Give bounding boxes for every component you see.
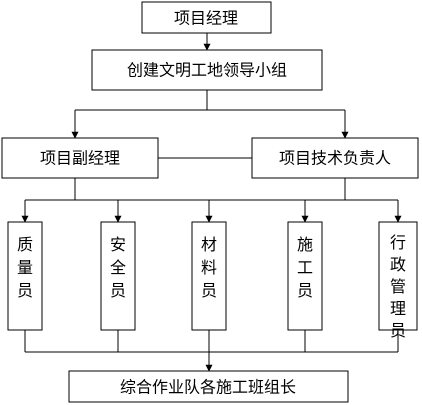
node-teams-box: [68, 370, 349, 403]
node-teams-label: 综合作业队各施工班组长: [120, 378, 296, 397]
node-material-label: 材料员: [201, 235, 217, 300]
node-safety-label: 安全员: [110, 235, 126, 300]
node-construction-box: [287, 221, 323, 331]
node-pm-label: 项目经理: [174, 9, 238, 28]
node-construction-label: 施工员: [297, 235, 313, 300]
node-quality-box: [7, 221, 43, 331]
node-pm-box: [141, 1, 272, 34]
node-quality-label: 质量员: [17, 235, 33, 300]
node-group-box: [91, 49, 323, 91]
node-deputy-box: [1, 137, 159, 179]
node-admin-label: 行政管理员: [390, 233, 406, 340]
node-group-label: 创建文明工地领导小组: [127, 61, 287, 80]
node-admin-box: [378, 221, 418, 331]
node-deputy-label: 项目副经理: [40, 149, 120, 168]
node-tech-box: [251, 137, 419, 179]
node-material-box: [191, 221, 227, 331]
node-tech-label: 项目技术负责人: [279, 149, 391, 168]
node-safety-box: [100, 221, 136, 331]
